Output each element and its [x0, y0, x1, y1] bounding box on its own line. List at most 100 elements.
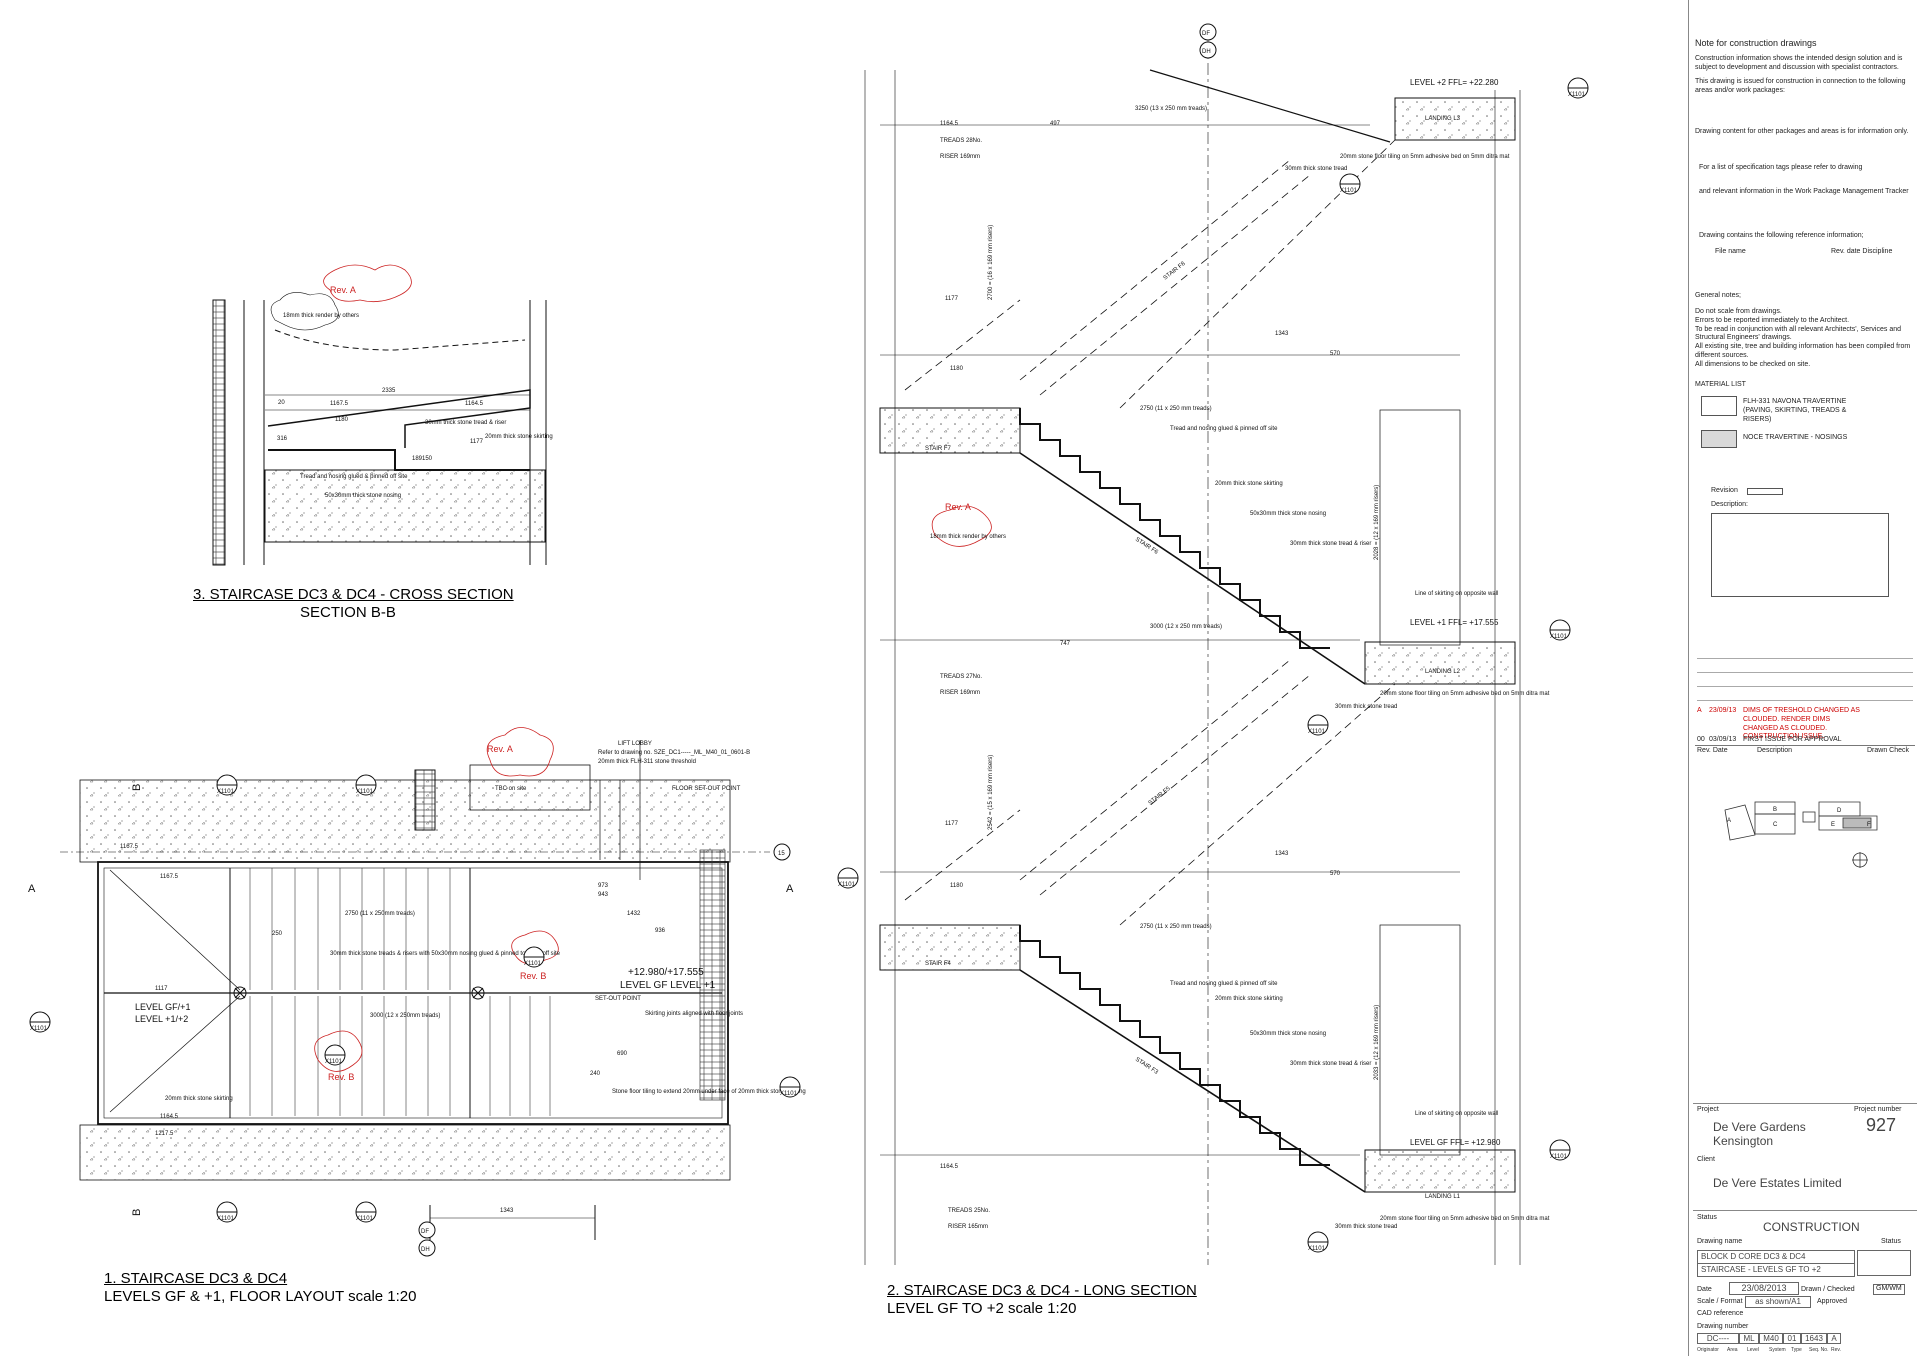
- callout-f-upper[interactable]: X1101: [1339, 173, 1361, 195]
- dim-1164: 1164.5: [465, 401, 484, 407]
- general-note-4: All existing site, tree and building inf…: [1695, 343, 1911, 359]
- callout-bottom-1[interactable]: X1101: [216, 1201, 238, 1223]
- svg-text:15: 15: [778, 851, 785, 857]
- date-label: Date: [1697, 1286, 1712, 1293]
- dim-riser-2033: 2033 = (12 x 169 mm risers): [1374, 1005, 1380, 1080]
- col-level: Level: [1747, 1347, 1759, 1353]
- project-name-1: De Vere Gardens: [1713, 1120, 1806, 1134]
- dim-11: 690: [617, 1051, 628, 1057]
- level-names: LEVEL GF LEVEL +1: [620, 980, 716, 991]
- col-rev: Rev.: [1831, 1347, 1841, 1353]
- tag-riser-165: RISER 165mm: [948, 1224, 988, 1230]
- dn-seq: 1643: [1801, 1333, 1827, 1344]
- note-lift-lobby: LIFT LOBBY: [618, 741, 652, 747]
- callout-l3[interactable]: X1101: [1567, 77, 1589, 99]
- rev-00-date: 03/09/13: [1709, 736, 1737, 743]
- revision-box[interactable]: [1747, 488, 1783, 495]
- col-seq: Seq. No.: [1809, 1347, 1829, 1353]
- callout-bottom-2[interactable]: X1101: [355, 1201, 377, 1223]
- scale-label: Scale / Format: [1697, 1298, 1743, 1305]
- grid-mark-dh: DH: [418, 1239, 436, 1257]
- dim-1177-a: 1177: [945, 296, 959, 302]
- cross-section-caption: 3. STAIRCASE DC3 & DC4 - CROSS SECTION S…: [193, 586, 514, 622]
- stair-f9: STAIR F7: [925, 446, 952, 452]
- dim-1177: 1177: [470, 439, 484, 445]
- material-swatch-2: [1701, 430, 1737, 448]
- callout-l1[interactable]: X1101: [1549, 1139, 1571, 1161]
- revision-label: Revision: [1711, 487, 1738, 494]
- drawing-name-2: STAIRCASE - LEVELS GF TO +2: [1697, 1263, 1855, 1277]
- callout-left[interactable]: X1101: [29, 1011, 51, 1033]
- material-swatch-1: [1701, 396, 1737, 416]
- description-box[interactable]: [1711, 513, 1889, 597]
- svg-text:X1101: X1101: [30, 1026, 48, 1032]
- dn-rev: A: [1827, 1333, 1841, 1344]
- callout-top-1[interactable]: X1101: [216, 774, 238, 796]
- note-stone-tread: 30mm thick stone tread & riser: [425, 420, 506, 426]
- project-label: Project: [1697, 1106, 1719, 1113]
- note-render: 18mm thick render by others: [283, 313, 359, 319]
- callout-b[interactable]: X1101: [523, 946, 545, 968]
- dim-20: 20: [278, 400, 285, 406]
- level-1-label: LEVEL +1 FFL= +17.555: [1410, 618, 1499, 627]
- col-originator: Originator: [1697, 1347, 1719, 1353]
- dim-10: 1117: [155, 986, 168, 992]
- rev-b-tag-1: Rev. B: [520, 971, 546, 981]
- note-floor-setout: FLOOR SET-OUT POINT: [672, 786, 741, 792]
- dim-14: 973: [598, 883, 609, 889]
- note-threshold: 20mm thick FLH-311 stone threshold: [598, 759, 696, 765]
- callout-mid[interactable]: X1101: [324, 1044, 346, 1066]
- section-mark-b-top: B: [131, 784, 143, 791]
- rev-00-text: FIRST ISSUE FOR APPROVAL: [1743, 736, 1842, 743]
- dn-system: 01: [1783, 1333, 1801, 1344]
- note-glued-upper: Tread and nosing glued & pinned off site: [1170, 426, 1278, 432]
- drawing-number-row: DC---- ML M40 01 1643 A: [1697, 1333, 1841, 1344]
- dim-2: 1167.5: [160, 874, 179, 880]
- note-skirting-joints: Skirting joints aligned with floor joint…: [645, 1011, 743, 1017]
- grid-mark-df-top: DF: [1199, 23, 1217, 41]
- note-render-long: 18mm thick render by others: [930, 534, 1006, 540]
- dim-riser-2700: 2700 = (16 x 169 mm risers): [988, 225, 994, 300]
- level-gf-1: LEVEL GF/+1: [135, 1002, 190, 1012]
- rev-rule-1: [1697, 658, 1913, 659]
- callout-f-lower[interactable]: X1101: [1307, 1231, 1329, 1253]
- callout-a-left[interactable]: X1101: [837, 867, 859, 889]
- svg-text:X1101: X1101: [780, 1091, 798, 1097]
- callout-f-mid[interactable]: X1101: [1307, 714, 1329, 736]
- note-tiling-l3: 20mm stone floor tiling on 5mm adhesive …: [1340, 154, 1510, 160]
- floor-layout-labels: Rev. A Rev. B Rev. B LIFT LOBBY Refer to…: [28, 741, 806, 1216]
- note-tread-l3: 30mm thick stone tread: [1285, 166, 1347, 172]
- drawing-status-label: Status: [1881, 1238, 1901, 1245]
- landing-l1-label: LANDING L1: [1425, 1194, 1461, 1200]
- dim-7: 936: [655, 928, 666, 934]
- grid-mark-15: 15: [773, 843, 791, 861]
- title-block: Note for construction drawings Construct…: [1688, 0, 1920, 1356]
- svg-text:D: D: [1837, 808, 1842, 814]
- cross-section-title: 3. STAIRCASE DC3 & DC4 - CROSS SECTION: [193, 586, 514, 603]
- dim-2750-lower: 2750 (11 x 250 mm treads): [1140, 924, 1212, 930]
- scale-value: as shown/A1: [1745, 1296, 1811, 1308]
- svg-text:DH: DH: [1202, 49, 1211, 55]
- landing-l3-label: LANDING L3: [1425, 116, 1461, 122]
- svg-text:DF: DF: [421, 1229, 429, 1235]
- long-section-subtitle: LEVEL GF TO +2 scale 1:20: [887, 1300, 1077, 1317]
- dim-150: 150: [422, 456, 433, 462]
- col-type: Type: [1791, 1347, 1802, 1353]
- ref-info: Drawing contains the following reference…: [1699, 232, 1864, 239]
- note-line-skirting-upper: Line of skirting on opposite wall: [1415, 591, 1498, 597]
- general-note-3: To be read in conjunction with all relev…: [1695, 325, 1902, 342]
- tag-riser-169-a: RISER 169mm: [940, 154, 980, 160]
- tag-treads-25: TREADS 25No.: [948, 1208, 990, 1214]
- long-section-labels: Rev. A LEVEL +2 FFL= +22.280 LEVEL +1 FF…: [925, 78, 1550, 1230]
- mid-landing-lower: [879, 924, 1021, 971]
- callout-l2[interactable]: X1101: [1549, 619, 1571, 641]
- callout-right[interactable]: X1101: [779, 1076, 801, 1098]
- dim-1164-bottom: 1164.5: [940, 1164, 959, 1170]
- note-text-1: Construction information shows the inten…: [1695, 55, 1903, 71]
- svg-text:X1101: X1101: [356, 789, 374, 795]
- col-area: Area: [1727, 1347, 1738, 1353]
- note-skirting-upper: 20mm thick stone skirting: [1215, 481, 1283, 487]
- stair-f4: STAIR F3: [1134, 1057, 1160, 1076]
- callout-top-2[interactable]: X1101: [355, 774, 377, 796]
